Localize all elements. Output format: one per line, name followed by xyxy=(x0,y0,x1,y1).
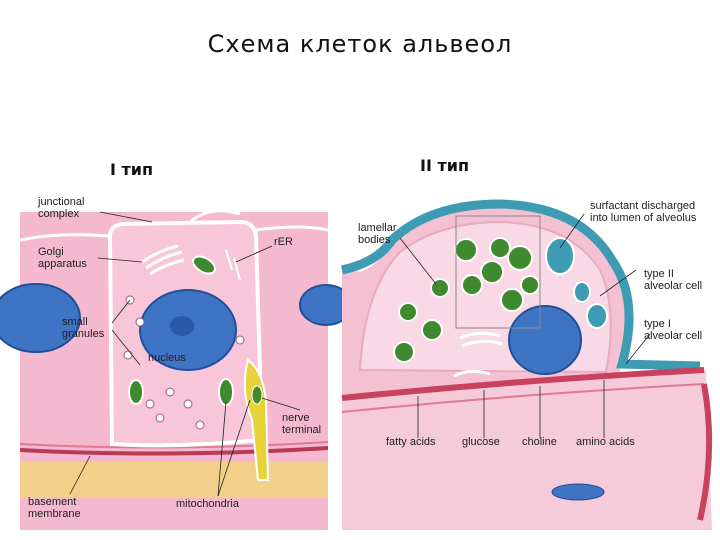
label-glucose: glucose xyxy=(462,436,500,448)
nerve-terminal-shape xyxy=(243,358,270,481)
label-surfactant-discharged: surfactant discharged into lumen of alve… xyxy=(590,200,697,224)
basement-line xyxy=(19,446,329,456)
lamellar-bodies xyxy=(393,237,540,363)
label-lamellar-bodies: lamellar bodies xyxy=(358,222,397,246)
type-ii-cell-illustration xyxy=(340,199,713,530)
label-mitochondria: mitochondria xyxy=(176,498,239,510)
label-golgi-apparatus: Golgi apparatus xyxy=(38,246,87,270)
label-nucleus: nucleus xyxy=(148,352,186,364)
rough-er xyxy=(225,249,241,281)
label-basement-membrane: basement membrane xyxy=(28,496,81,520)
label-fatty-acids: fatty acids xyxy=(386,436,436,448)
basement-membrane xyxy=(20,462,328,498)
type-ii-nucleus xyxy=(508,305,582,375)
label-nerve-terminal: nerve terminal xyxy=(282,412,322,436)
label-amino-acids: amino acids xyxy=(576,436,635,448)
subtitle-type-ii: II тип xyxy=(420,156,470,175)
label-type-i-alveolar-cell: type I alveolar cell xyxy=(644,318,703,342)
label-rer: rER xyxy=(274,236,293,248)
neighbor-nucleus-left xyxy=(0,283,81,353)
type-i-cell-illustration xyxy=(0,209,353,530)
label-junctional-complex: junctional complex xyxy=(38,196,85,220)
alveolar-epithelium xyxy=(340,199,701,371)
page-title: Схема клеток альвеол xyxy=(207,30,513,58)
capillary-wall-top xyxy=(341,367,705,401)
golgi-apparatus xyxy=(141,244,185,276)
zoom-box xyxy=(455,215,541,329)
label-small-granules: small granules xyxy=(62,316,105,340)
subtitle-type-i: I тип xyxy=(110,160,154,179)
label-type-ii-alveolar-cell: type II alveolar cell xyxy=(644,268,703,292)
label-choline: choline xyxy=(522,436,557,448)
